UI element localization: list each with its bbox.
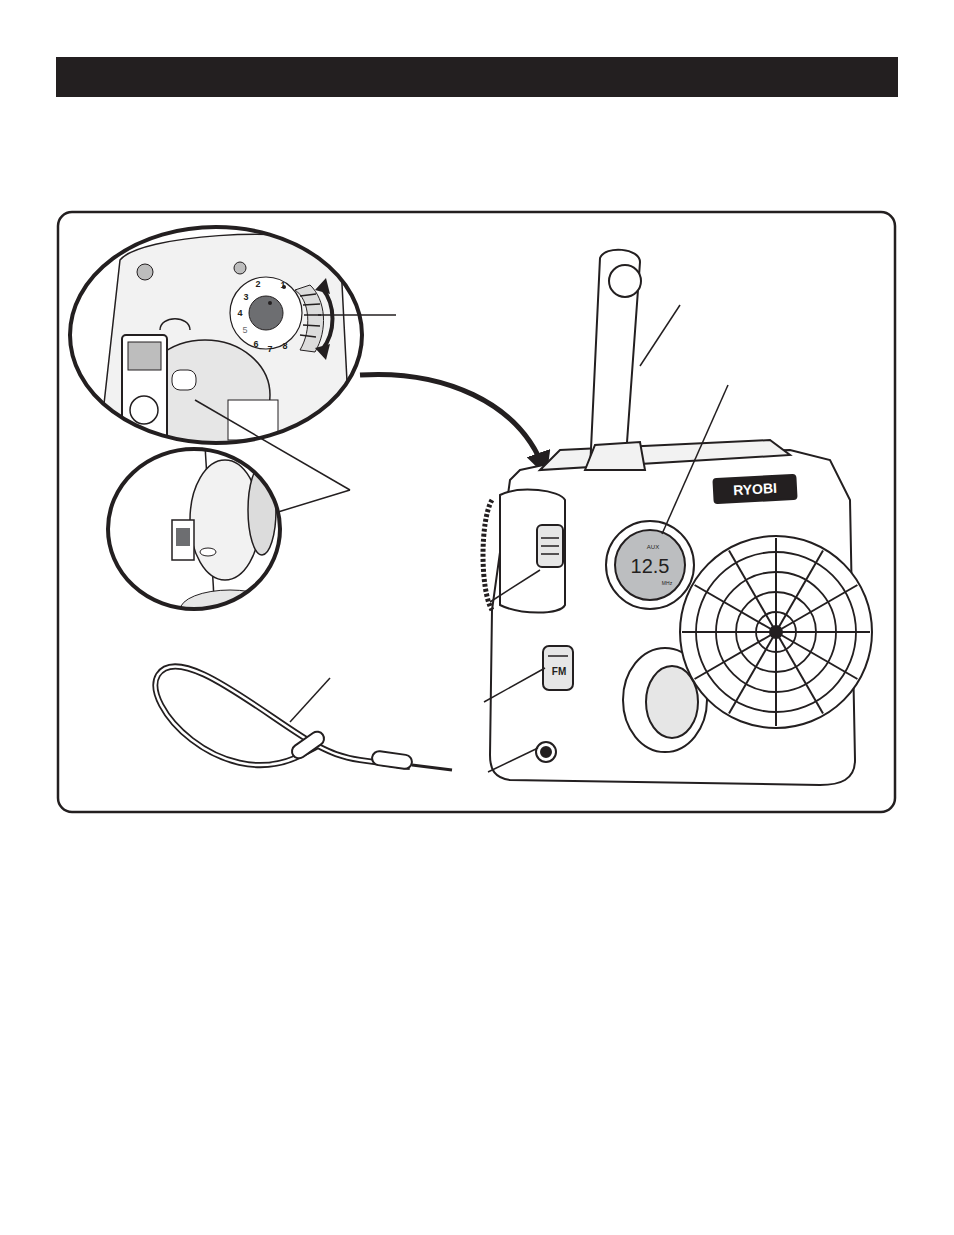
brand-logo: RYOBI (733, 481, 778, 497)
drawing-part (289, 729, 327, 761)
grille-spoke (776, 631, 870, 633)
drawing-part (278, 490, 350, 512)
grille-spoke (729, 632, 776, 713)
drawing-part (541, 747, 551, 757)
drawing-part (488, 748, 538, 772)
drawing-part (682, 538, 870, 726)
drawing-part (713, 475, 796, 503)
drawing-part (548, 655, 568, 657)
drawing-part (371, 750, 413, 769)
drawing-part (315, 278, 330, 360)
drawing-part (160, 319, 190, 330)
drawing-part (412, 765, 452, 770)
audio-cable (155, 666, 452, 770)
display-mode: AUX (647, 544, 659, 550)
dial-number: 3 (243, 293, 248, 302)
drawing-part (172, 520, 194, 560)
leader-lines (195, 305, 728, 772)
grille-spoke (682, 631, 776, 633)
display-frequency: 12.5 (631, 556, 670, 576)
figure-frame (58, 212, 895, 812)
drawing-part (137, 264, 153, 280)
drawing-part (128, 342, 161, 370)
dial-number: 4 (237, 309, 242, 318)
drawing-part (606, 521, 694, 609)
inset-outline (108, 449, 280, 609)
grille-spoke (776, 632, 823, 713)
drawing-part (172, 370, 196, 390)
display-unit: MHz (662, 581, 672, 586)
dial-number: 2 (255, 280, 260, 289)
drawing-part (483, 500, 492, 610)
drawing-part (609, 265, 641, 297)
grille-spoke (775, 538, 777, 632)
dial-number: 6 (253, 340, 258, 349)
button-label: FM (552, 667, 566, 677)
drawing-part (490, 570, 540, 602)
dial-inset (60, 220, 370, 450)
drawing-part (234, 262, 246, 274)
header-bar (56, 57, 898, 97)
grille-spoke (776, 632, 857, 679)
dial-number: 1 (280, 281, 285, 290)
drawing-part (590, 250, 640, 470)
drawing-part (230, 277, 302, 349)
drawing-part (680, 536, 872, 728)
dial-number: 8 (282, 342, 287, 351)
drawing-part (60, 220, 370, 450)
drawing-part (640, 305, 680, 366)
drawing-part (176, 528, 190, 546)
drawing-part (662, 385, 728, 534)
drawing-part (484, 668, 545, 702)
drawing-part (770, 626, 782, 638)
drawing-part (543, 646, 573, 690)
drawing-part (155, 666, 410, 767)
drawing-part (155, 666, 410, 767)
grille-spoke (695, 585, 776, 632)
grille-spoke (729, 551, 776, 632)
grille-spoke (695, 632, 776, 679)
drawing-part (585, 442, 645, 470)
drawing-part (615, 530, 685, 600)
grille-spoke (775, 632, 777, 726)
drawing-part (100, 445, 290, 615)
drawing-part (200, 548, 216, 556)
radio-drawing (483, 250, 872, 785)
drawing-part (295, 285, 324, 352)
drawing-part (122, 335, 167, 443)
drawing-part (268, 301, 272, 305)
drawing-part (300, 294, 321, 337)
grille-spoke (776, 551, 823, 632)
drawing-part (500, 490, 565, 613)
drawing-part (249, 296, 283, 330)
drawing-part (290, 678, 330, 722)
drawing-part (541, 538, 559, 554)
drawing-part (130, 396, 158, 424)
grille-spoke (776, 585, 857, 632)
drawing-part (537, 525, 563, 567)
dial-number: 7 (267, 345, 272, 354)
drawing-part (540, 440, 790, 470)
zoom-arrow (360, 374, 545, 472)
dial-number: 5 (242, 326, 247, 335)
drawing-part (322, 288, 333, 350)
drawing-part (536, 742, 556, 762)
inset-outline (70, 227, 362, 443)
drawing-part (195, 400, 350, 490)
drawing-part (318, 314, 396, 316)
clip-inset (100, 445, 290, 630)
